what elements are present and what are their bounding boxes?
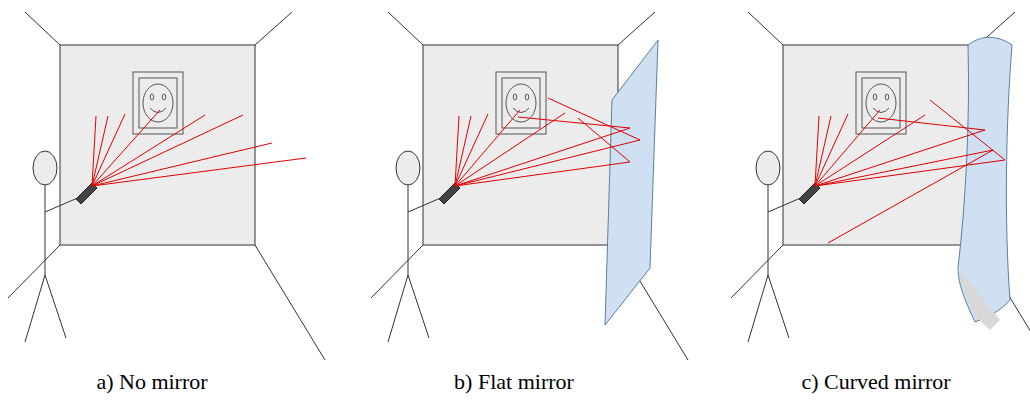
light-rays xyxy=(92,110,306,186)
room-scene xyxy=(731,12,1030,360)
mirror-shadow xyxy=(958,268,1000,330)
panel-caption: b) Flat mirror xyxy=(454,369,574,395)
panel-caption: c) Curved mirror xyxy=(801,369,950,395)
light-rays xyxy=(815,100,1005,243)
light-rays xyxy=(455,98,640,186)
flat-mirror xyxy=(605,40,658,325)
room-scene xyxy=(8,12,325,360)
panel-caption: a) No mirror xyxy=(96,369,207,395)
room-scene xyxy=(371,12,688,360)
